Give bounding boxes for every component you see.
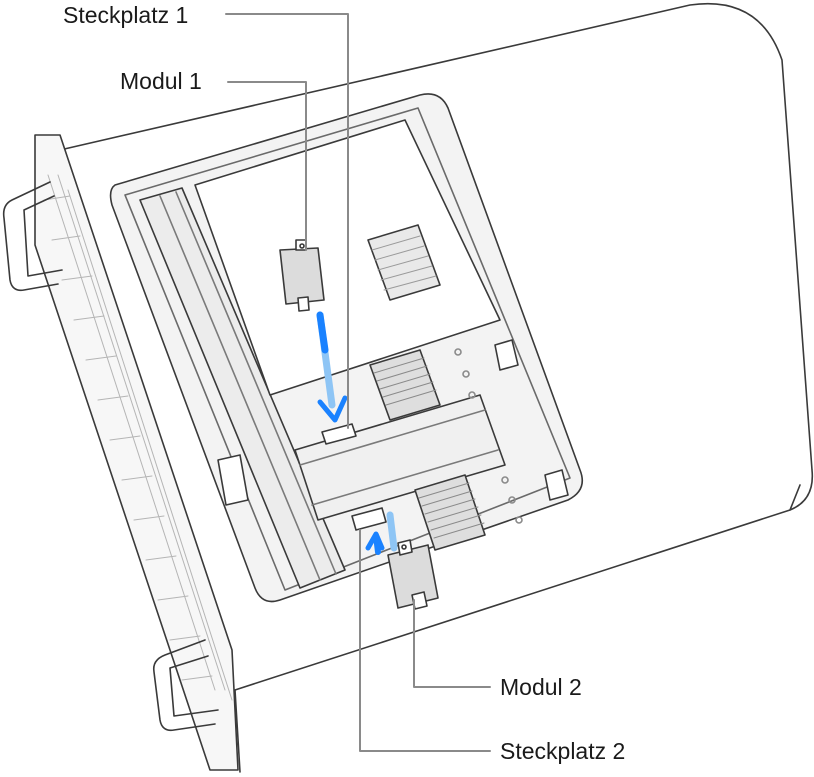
label-modul-2: Modul 2 — [500, 674, 582, 700]
top-handle — [2, 181, 63, 292]
small-holes — [454, 348, 523, 524]
grille-vents — [43, 174, 233, 701]
chassis-grille-panel — [34, 134, 239, 771]
leader-modul-2 — [413, 599, 491, 688]
label-steckplatz-1: Steckplatz 1 — [63, 2, 189, 28]
bottom-handle — [152, 639, 219, 732]
insert-arrow-2-icon — [365, 511, 398, 555]
slot-2-connector — [351, 507, 387, 531]
heatsink-upper — [369, 349, 441, 421]
insert-arrow-1-icon — [316, 311, 348, 423]
chassis-side-edge — [234, 484, 801, 773]
latch-upper — [494, 339, 519, 371]
rail-clip — [217, 454, 249, 506]
slot-1-connector — [321, 423, 357, 445]
ssd-module-2-icon — [387, 539, 439, 610]
heatsink-lower — [414, 474, 486, 551]
leader-modul-1 — [227, 81, 307, 251]
leader-steckplatz-2 — [359, 529, 491, 752]
latch-lower — [544, 469, 569, 501]
label-modul-1: Modul 1 — [120, 68, 202, 94]
left-rail — [139, 187, 346, 589]
leader-steckplatz-1 — [225, 13, 349, 429]
callout-lines — [225, 13, 491, 752]
vent-block-lines — [371, 235, 437, 291]
left-rail-detail — [159, 191, 337, 581]
ssd-module-1-icon — [279, 239, 325, 312]
label-steckplatz-2: Steckplatz 2 — [500, 738, 626, 764]
center-bridge-edge — [299, 409, 499, 506]
center-bridge — [294, 394, 506, 521]
